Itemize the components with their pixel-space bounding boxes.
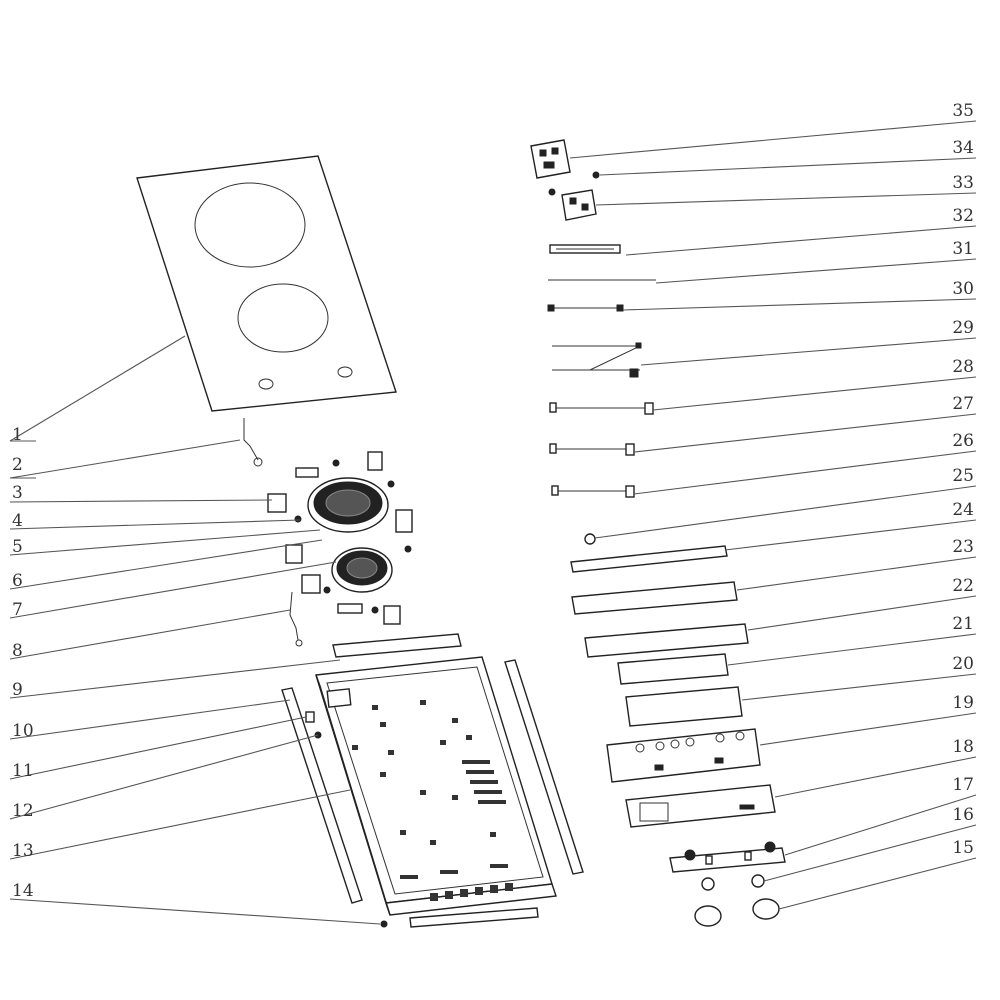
callout-35: 35 (952, 101, 974, 121)
callout-13: 13 (12, 841, 34, 861)
bracket-22 (584, 623, 749, 658)
callout-9: 9 (12, 680, 23, 700)
callout-17: 17 (952, 775, 974, 795)
callout-24: 24 (952, 500, 974, 520)
callout-19: 19 (952, 693, 974, 713)
wire-26 (551, 485, 635, 498)
callout-2: 2 (12, 455, 23, 475)
wire-30 (547, 304, 624, 312)
right-side-rail (504, 659, 584, 875)
right-leader-lines (569, 120, 977, 910)
terminal-block (530, 139, 571, 179)
callout-26: 26 (952, 431, 974, 451)
callout-15: 15 (952, 838, 974, 858)
pad-21 (617, 653, 729, 685)
sensor-wire-lower (289, 591, 303, 647)
callout-6: 6 (12, 571, 23, 591)
sensor-wire-part (243, 418, 263, 467)
callout-21: 21 (952, 614, 974, 634)
ribbon-cable (549, 244, 621, 254)
callout-23: 23 (952, 537, 974, 557)
callout-29: 29 (952, 318, 974, 338)
callout-18: 18 (952, 737, 974, 757)
right-callout-labels: 35 34 33 32 31 30 29 28 27 26 25 24 23 2… (952, 101, 974, 858)
wire-27 (549, 443, 635, 456)
pad-20 (625, 686, 743, 727)
nut-part (584, 533, 596, 545)
large-heating-element (307, 477, 389, 533)
bottom-tray (315, 656, 557, 916)
callout-12: 12 (12, 801, 34, 821)
left-leader-lines (9, 335, 381, 925)
screw-part-b (548, 188, 556, 196)
control-knobs (694, 898, 780, 927)
left-callout-labels: 1 2 3 4 5 6 7 8 9 10 11 12 13 14 (12, 425, 34, 901)
bottom-strip (409, 907, 539, 928)
callout-14: 14 (12, 881, 34, 901)
screw-part (592, 171, 600, 179)
knob-cap-left (701, 877, 715, 891)
control-board (606, 728, 761, 783)
callout-8: 8 (12, 641, 23, 661)
callout-1: 1 (12, 425, 23, 445)
callout-4: 4 (12, 511, 23, 531)
callout-32: 32 (952, 206, 974, 226)
knob-cap-right (751, 874, 765, 888)
relay-block (561, 189, 597, 221)
callout-27: 27 (952, 394, 974, 414)
wire-28 (549, 402, 654, 415)
callout-28: 28 (952, 357, 974, 377)
callout-7: 7 (12, 600, 23, 620)
touch-panel (625, 784, 776, 828)
mounting-clips (267, 451, 413, 625)
callout-16: 16 (952, 805, 974, 825)
callout-10: 10 (12, 721, 34, 741)
callout-11: 11 (12, 761, 34, 781)
callout-31: 31 (952, 239, 974, 259)
callout-25: 25 (952, 466, 974, 486)
callout-20: 20 (952, 654, 974, 674)
front-bar (332, 633, 462, 658)
small-heating-element (331, 547, 393, 593)
callout-3: 3 (12, 483, 23, 503)
callout-30: 30 (952, 279, 974, 299)
callout-33: 33 (952, 173, 974, 193)
callout-34: 34 (952, 138, 974, 158)
strip-24 (570, 545, 728, 573)
callout-5: 5 (12, 537, 23, 557)
glass-top-plate (136, 155, 397, 412)
callout-22: 22 (952, 576, 974, 596)
knob-bracket (669, 841, 786, 873)
bracket-23 (571, 581, 738, 615)
wire-harness (552, 342, 642, 378)
